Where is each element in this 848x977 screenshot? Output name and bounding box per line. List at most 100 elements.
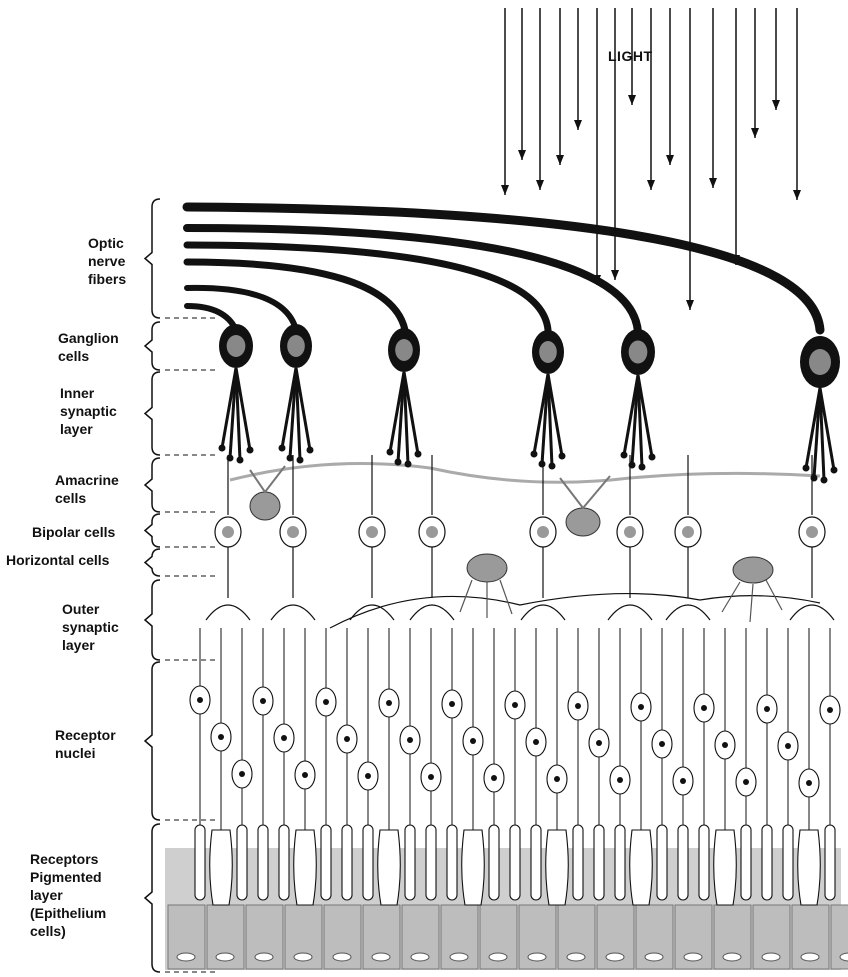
rod-outer-segment xyxy=(825,825,835,900)
light-arrow-head xyxy=(628,95,636,105)
receptor-nucleus-dot xyxy=(575,703,581,709)
receptor-nucleus-dot xyxy=(827,707,833,713)
label-bipolar-cells: Bipolar cells xyxy=(32,523,115,541)
epithelium-nucleus xyxy=(411,953,429,961)
ganglion-nucleus xyxy=(629,341,648,364)
receptor-nucleus-dot xyxy=(512,702,518,708)
rod-outer-segment xyxy=(510,825,520,900)
receptor-nucleus-dot xyxy=(596,740,602,746)
synaptic-terminal xyxy=(629,462,636,469)
synaptic-terminal xyxy=(559,453,566,460)
receptor-nucleus-dot xyxy=(386,700,392,706)
receptor-nucleus-dot xyxy=(260,698,266,704)
bipolar-nucleus xyxy=(806,526,818,538)
ganglion-nucleus xyxy=(809,349,831,375)
receptor-nucleus-dot xyxy=(407,737,413,743)
light-arrow-head xyxy=(686,300,694,310)
label-ganglion-cells: Ganglion cells xyxy=(58,329,119,365)
epithelium-nucleus xyxy=(450,953,468,961)
bipolar-dendrite-fan xyxy=(521,605,565,620)
horizontal-cell xyxy=(467,554,507,582)
layer-bracket xyxy=(145,662,160,820)
ganglion-nucleus xyxy=(395,339,413,361)
light-arrow-head xyxy=(751,128,759,138)
bipolar-nucleus xyxy=(222,526,234,538)
horizontal-cell xyxy=(733,557,773,583)
rod-outer-segment xyxy=(342,825,352,900)
receptor-nucleus-dot xyxy=(302,772,308,778)
light-arrow-head xyxy=(536,180,544,190)
synaptic-terminal xyxy=(531,451,538,458)
rod-outer-segment xyxy=(426,825,436,900)
synaptic-terminal xyxy=(395,459,402,466)
rod-outer-segment xyxy=(405,825,415,900)
epithelium-nucleus xyxy=(684,953,702,961)
synaptic-terminal xyxy=(811,475,818,482)
layer-bracket xyxy=(145,824,160,972)
rod-outer-segment xyxy=(363,825,373,900)
epithelium-nucleus xyxy=(216,953,234,961)
bipolar-dendrite-fan xyxy=(666,605,710,620)
optic-nerve-fibers-group xyxy=(187,207,820,332)
synaptic-terminal xyxy=(387,449,394,456)
light-arrow-head xyxy=(709,178,717,188)
rod-outer-segment xyxy=(594,825,604,900)
synaptic-terminal xyxy=(621,452,628,459)
receptor-nucleus-dot xyxy=(239,771,245,777)
rod-outer-segment xyxy=(615,825,625,900)
bipolar-dendrite-fan xyxy=(410,605,454,620)
receptor-nucleus-dot xyxy=(722,742,728,748)
receptor-nucleus-dot xyxy=(491,775,497,781)
epithelium-nucleus xyxy=(372,953,390,961)
light-arrow-head xyxy=(647,180,655,190)
cone-outer-segment xyxy=(714,830,737,905)
bipolar-nucleus xyxy=(426,526,438,538)
epithelium-nucleus xyxy=(489,953,507,961)
rod-outer-segment xyxy=(741,825,751,900)
receptor-nucleus-dot xyxy=(554,776,560,782)
light-arrow-head xyxy=(666,155,674,165)
ganglion-cells-group xyxy=(219,324,841,484)
synaptic-terminal xyxy=(287,455,294,462)
bipolar-dendrite-fan xyxy=(350,605,394,620)
synaptic-terminal xyxy=(831,467,838,474)
rod-outer-segment xyxy=(258,825,268,900)
bipolar-dendrite-fan xyxy=(206,605,250,620)
ganglion-nucleus xyxy=(227,335,246,357)
layer-bracket xyxy=(145,372,160,455)
synaptic-terminal xyxy=(639,464,646,471)
receptor-nucleus-dot xyxy=(428,774,434,780)
bipolar-dendrite-fan xyxy=(271,605,315,620)
bipolar-nucleus xyxy=(537,526,549,538)
epithelium-nucleus xyxy=(762,953,780,961)
receptor-nucleus-dot xyxy=(638,704,644,710)
label-amacrine-cells: Amacrine cells xyxy=(55,471,119,507)
label-horizontal-cells: Horizontal cells xyxy=(6,551,109,569)
label-receptors-pigmented-layer: Receptors Pigmented layer (Epithelium ce… xyxy=(30,850,106,940)
cone-outer-segment xyxy=(798,830,821,905)
receptor-nucleus-dot xyxy=(365,773,371,779)
amacrine-cell xyxy=(566,508,600,536)
light-arrow-head xyxy=(501,185,509,195)
bipolar-dendrite-fan xyxy=(790,605,834,620)
epithelium-nucleus xyxy=(645,953,663,961)
receptor-nucleus-dot xyxy=(764,706,770,712)
receptor-nucleus-dot xyxy=(533,739,539,745)
cone-outer-segment xyxy=(462,830,485,905)
ganglion-nucleus xyxy=(539,341,557,363)
bipolar-nucleus xyxy=(366,526,378,538)
synaptic-terminal xyxy=(803,465,810,472)
layer-bracket xyxy=(145,514,160,547)
receptor-nucleus-dot xyxy=(701,705,707,711)
cone-outer-segment xyxy=(294,830,317,905)
rod-outer-segment xyxy=(489,825,499,900)
rod-outer-segment xyxy=(657,825,667,900)
horizontal-cells-group xyxy=(330,554,820,628)
synaptic-terminal xyxy=(307,447,314,454)
epithelium-nucleus xyxy=(723,953,741,961)
receptor-nucleus-dot xyxy=(680,778,686,784)
receptor-nucleus-dot xyxy=(218,734,224,740)
light-arrow-head xyxy=(793,190,801,200)
label-outer-synaptic-layer: Outer synaptic layer xyxy=(62,600,119,654)
